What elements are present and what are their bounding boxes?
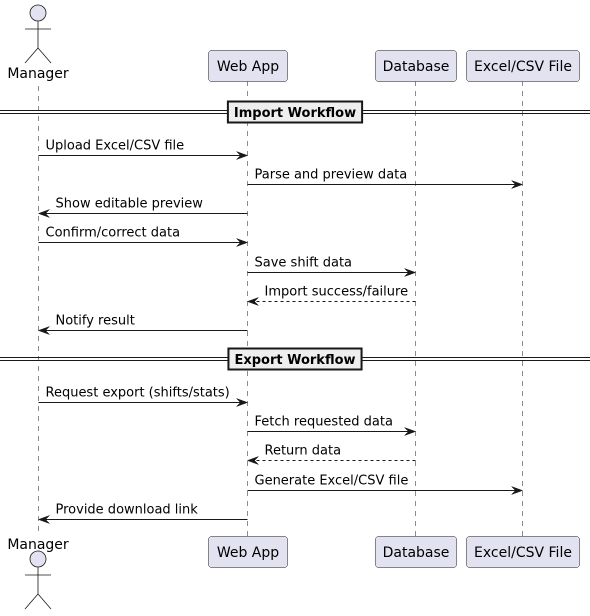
section-export-workflow: Export Workflow xyxy=(0,347,590,371)
arrowhead-icon xyxy=(246,297,259,306)
participant-label: Database xyxy=(383,545,450,561)
participant-bottom-manager: Manager xyxy=(7,537,69,610)
participant-box xyxy=(466,536,580,568)
message-generate-excel-csv-file: Generate Excel/CSV file xyxy=(247,474,524,495)
section-title: Export Workflow xyxy=(234,353,355,368)
participant-box xyxy=(375,536,457,568)
participant-label: Manager xyxy=(7,537,69,553)
participant-label: Excel/CSV File xyxy=(474,545,572,561)
message-notify-result: Notify result xyxy=(37,314,248,335)
message-label: Import success/failure xyxy=(265,285,409,300)
arrowhead-icon xyxy=(236,151,249,160)
participant-top-webapp: Web App xyxy=(208,50,288,82)
participant-bottom-file: Excel/CSV File xyxy=(466,536,580,568)
section-import-workflow: Import Workflow xyxy=(0,100,590,124)
message-confirm-correct-data: Confirm/correct data xyxy=(38,226,249,247)
message-label: Fetch requested data xyxy=(255,415,393,430)
message-label: Parse and preview data xyxy=(255,168,408,183)
message-label: Confirm/correct data xyxy=(46,226,181,241)
arrowhead-icon xyxy=(37,326,50,335)
message-label: Generate Excel/CSV file xyxy=(255,474,409,489)
message-request-export-shifts-stats: Request export (shifts/stats) xyxy=(38,386,249,407)
message-provide-download-link: Provide download link xyxy=(37,503,248,524)
arrowhead-icon xyxy=(37,209,50,218)
message-show-editable-preview: Show editable preview xyxy=(37,197,248,218)
actor-body-icon xyxy=(24,21,52,64)
participant-box xyxy=(466,50,580,82)
message-label: Request export (shifts/stats) xyxy=(46,386,230,401)
message-fetch-requested-data: Fetch requested data xyxy=(247,415,417,436)
section-title: Import Workflow xyxy=(234,106,356,121)
actor-head-icon xyxy=(29,550,47,568)
arrowhead-icon xyxy=(236,238,249,247)
participant-heads-top: Manager Web App Database Excel/CSV File xyxy=(7,4,580,82)
lifelines xyxy=(38,81,523,536)
arrowhead-icon xyxy=(236,398,249,407)
message-return-data: Return data xyxy=(246,444,416,465)
participant-label: Database xyxy=(383,59,450,75)
participant-box xyxy=(208,536,288,568)
message-parse-and-preview-data: Parse and preview data xyxy=(247,168,524,189)
actor-head-icon xyxy=(29,4,47,22)
participant-bottom-database: Database xyxy=(375,536,457,568)
arrowhead-icon xyxy=(404,427,417,436)
participant-label: Excel/CSV File xyxy=(474,59,572,75)
message-import-success-failure: Import success/failure xyxy=(246,285,416,306)
message-label: Show editable preview xyxy=(56,197,204,212)
arrowhead-icon xyxy=(511,180,524,189)
message-label: Return data xyxy=(265,444,342,459)
arrowhead-icon xyxy=(246,456,259,465)
message-label: Notify result xyxy=(56,314,135,329)
message-label: Upload Excel/CSV file xyxy=(46,139,185,154)
section-title-box xyxy=(227,347,363,371)
participant-label: Web App xyxy=(217,545,279,561)
participant-label: Web App xyxy=(217,59,279,75)
message-save-shift-data: Save shift data xyxy=(247,256,417,277)
arrowhead-icon xyxy=(37,515,50,524)
participant-top-database: Database xyxy=(375,50,457,82)
participant-top-file: Excel/CSV File xyxy=(466,50,580,82)
message-upload-excel-csv-file: Upload Excel/CSV file xyxy=(38,139,249,160)
message-label: Save shift data xyxy=(255,256,353,271)
participant-box xyxy=(208,50,288,82)
participant-top-manager: Manager xyxy=(7,4,69,82)
section-title-box xyxy=(226,100,364,124)
arrowhead-icon xyxy=(511,486,524,495)
message-label: Provide download link xyxy=(56,503,199,518)
participant-bottom-webapp: Web App xyxy=(208,536,288,568)
arrowhead-icon xyxy=(404,268,417,277)
participant-box xyxy=(375,50,457,82)
participant-label: Manager xyxy=(7,66,69,82)
actor-body-icon xyxy=(24,567,52,610)
